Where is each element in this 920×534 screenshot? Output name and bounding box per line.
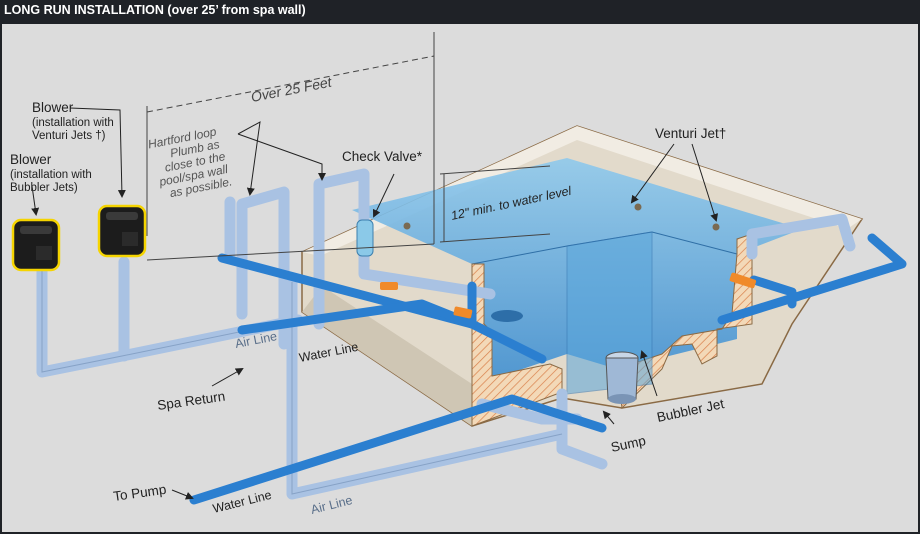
blower-venturi-label: Venturi Jets †) xyxy=(32,130,106,142)
sump xyxy=(605,351,639,404)
blower-bubbler-label: Blower xyxy=(10,152,52,167)
venturi-jet-nozzle xyxy=(712,223,720,231)
air-line-pipe-outline xyxy=(41,264,563,495)
leader-lines xyxy=(31,107,719,500)
check-valve xyxy=(356,219,374,257)
blower-venturi-label: (installation with xyxy=(32,117,114,129)
venturi-jet-label: Venturi Jet† xyxy=(655,126,726,141)
title-bar: LONG RUN INSTALLATION (over 25’ from spa… xyxy=(0,0,920,24)
venturi-jet-nozzle xyxy=(403,222,411,230)
venturi-jet-nozzle xyxy=(634,203,642,211)
blower-venturi xyxy=(97,204,147,258)
blower-venturi-label: Blower xyxy=(32,100,74,115)
to-pump-label: To Pump xyxy=(112,482,167,504)
check-valve-label: Check Valve* xyxy=(342,149,423,164)
blower-bubbler-label: Bubbler Jets) xyxy=(10,182,78,194)
dimension-lines xyxy=(146,32,551,261)
sump-label: Sump xyxy=(610,433,648,455)
spa-shell xyxy=(301,125,864,427)
page-title: LONG RUN INSTALLATION (over 25’ from spa… xyxy=(4,3,306,17)
blower-bubbler-label: (installation with xyxy=(10,169,92,181)
blower-bubbler xyxy=(11,218,61,272)
bubbler-jet-nozzle xyxy=(491,310,523,322)
water-line-piping xyxy=(189,233,907,505)
installation-diagram: Blower (installation with Venturi Jets †… xyxy=(2,24,918,532)
orange-fittings xyxy=(380,272,757,319)
